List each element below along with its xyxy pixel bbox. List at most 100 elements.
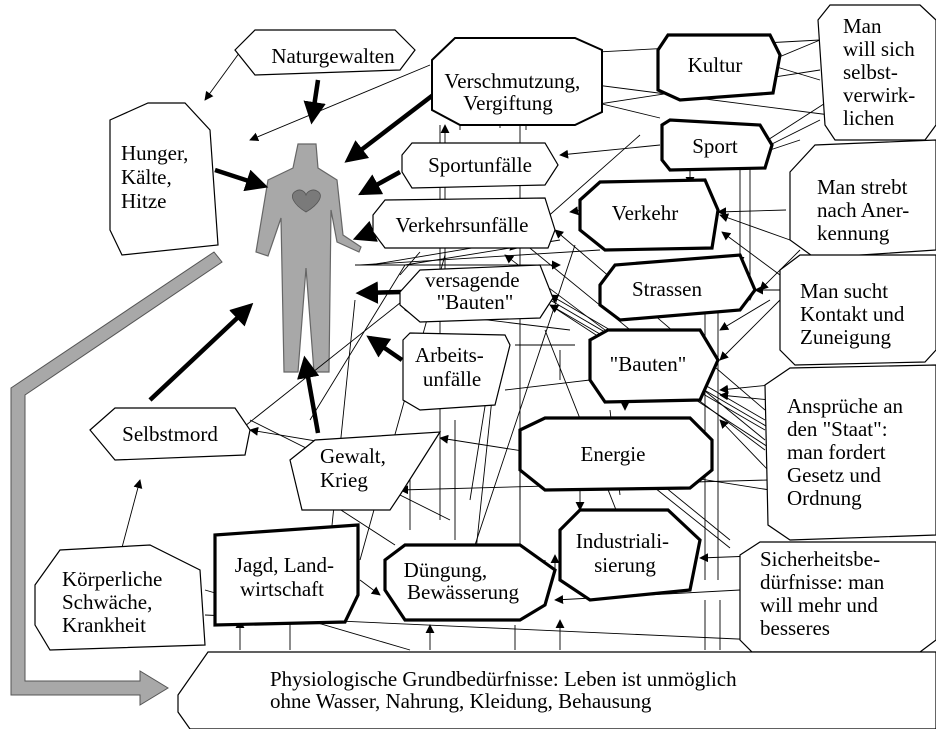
- gewalt-line: Krieg: [320, 468, 368, 492]
- svg-text:Hunger, Kälte, Hit: Hunger, Kälte, Hitze: [121, 141, 194, 213]
- hunger-line: Kälte,: [121, 165, 172, 189]
- node-arbeitsunfaelle: Arbeits- unfälle: [402, 332, 511, 411]
- kultur-line: Kultur: [688, 53, 743, 77]
- node-versagende-bauten: versagende "Bauten": [399, 264, 554, 323]
- node-anerkennung: Man strebt nach Aner- kennung: [789, 139, 936, 259]
- staat-line: Ordnung: [787, 486, 862, 510]
- selbstverwirklichen-line: verwirk-: [843, 83, 915, 107]
- selbstverwirklichen-line: selbst-: [843, 60, 898, 84]
- hunger-line: Hunger,: [121, 141, 188, 165]
- node-selbstverwirklichen: Man will sich selbst- verwirk- lichen: [817, 4, 936, 141]
- node-kontakt: Man sucht Kontakt und Zuneigung: [779, 254, 936, 366]
- verschmutzung-line: Verschmutzung,: [444, 69, 580, 93]
- sicherheit-line: dürfnisse: man: [760, 570, 885, 594]
- duengung-line: Bewässerung: [407, 580, 519, 604]
- svg-text:Physiologische Grundbedürfniss: Physiologische Grundbedürfnisse: Leben i…: [270, 667, 742, 713]
- svg-text:Energie: Energie: [581, 442, 646, 466]
- human-figure: [255, 143, 362, 373]
- duengung-line: Düngung,: [404, 558, 487, 582]
- node-gewalt: Gewalt, Krieg: [289, 431, 442, 511]
- sportunfaelle-line: Sportunfälle: [428, 153, 532, 177]
- staat-line: den "Staat":: [787, 417, 888, 441]
- staat-line: Ansprüche an: [787, 394, 904, 418]
- selbstverwirklichen-line: will sich: [843, 37, 915, 61]
- versagende-bauten-line: versagende: [425, 268, 519, 292]
- svg-text:Verkehrsunfälle: Verkehrsunfälle: [396, 213, 529, 237]
- koerperliche-line: Schwäche,: [62, 590, 152, 614]
- kontakt-line: Kontakt und: [800, 302, 905, 326]
- selbstverwirklichen-line: Man: [843, 14, 882, 38]
- node-sport: Sport: [660, 118, 774, 172]
- node-staat: Ansprüche an den "Staat": man fordert Ge…: [764, 364, 936, 541]
- svg-text:Man will sich selb: Man will sich selbst- verwirk- lichen: [843, 14, 921, 130]
- svg-text:Düngung, Bewässerung: Düngung, Bewässerung: [404, 558, 520, 604]
- anerkennung-line: kennung: [817, 221, 890, 245]
- node-bauten: "Bauten": [588, 328, 720, 404]
- svg-text:Sportunfälle: Sportunfälle: [428, 153, 532, 177]
- node-koerperliche: Körperliche Schwäche, Krankheit: [34, 544, 206, 651]
- svg-text:Körperliche Schwäche,: Körperliche Schwäche, Krankheit: [62, 567, 168, 637]
- feedback-arrow: [10, 251, 223, 706]
- kontakt-line: Man sucht: [800, 279, 888, 303]
- verschmutzung-line: Vergiftung: [463, 91, 553, 115]
- jagd-line: wirtschaft: [240, 577, 324, 601]
- svg-text:Man sucht Kontakt und: Man sucht Kontakt und Zuneigung: [800, 279, 910, 349]
- node-hunger: Hunger, Kälte, Hitze: [109, 102, 219, 256]
- svg-text:Industriali- sierung: Industriali- sierung: [576, 529, 675, 577]
- selbstmord-line: Selbstmord: [122, 422, 218, 446]
- kontakt-line: Zuneigung: [800, 325, 891, 349]
- svg-text:Verkehr: Verkehr: [612, 201, 678, 225]
- node-jagd: Jagd, Land- wirtschaft: [213, 523, 360, 627]
- svg-text:Gewalt, Krieg: Gewalt, Krieg: [320, 444, 391, 492]
- anerkennung-line: Man strebt: [817, 175, 908, 199]
- koerperliche-line: Krankheit: [62, 613, 146, 637]
- svg-text:Sport: Sport: [692, 134, 738, 158]
- verkehrsunfaelle-line: Verkehrsunfälle: [396, 213, 529, 237]
- svg-text:Verschmutzung, Vergiftun: Verschmutzung, Vergiftung: [444, 69, 585, 115]
- svg-text:Kultur: Kultur: [688, 53, 743, 77]
- node-naturgewalten: Naturgewalten: [234, 29, 416, 76]
- svg-text:versagende "Bauten": versagende "Bauten": [425, 268, 525, 314]
- svg-text:Selbstmord: Selbstmord: [122, 422, 218, 446]
- anerkennung-line: nach Aner-: [817, 198, 909, 222]
- node-verkehrsunfaelle: Verkehrsunfälle: [372, 197, 556, 249]
- node-sportunfaelle: Sportunfälle: [401, 142, 559, 189]
- svg-text:"Bauten": "Bauten": [610, 352, 687, 376]
- svg-text:Naturgewalten: Naturgewalten: [271, 44, 395, 68]
- node-strassen: Strassen: [598, 253, 757, 322]
- node-kultur: Kultur: [656, 33, 782, 102]
- industrialisierung-line: Industriali-: [576, 529, 669, 553]
- naturgewalten-line: Naturgewalten: [271, 44, 395, 68]
- sicherheit-line: will mehr und: [760, 593, 878, 617]
- physiologische-line: ohne Wasser, Nahrung, Kleidung, Behausun…: [270, 689, 652, 713]
- koerperliche-line: Körperliche: [62, 567, 162, 591]
- svg-text:Ansprüche an den "Staat": Ansprüche an den "Staat": man fordert Ge…: [787, 394, 908, 510]
- node-verschmutzung: Verschmutzung, Vergiftung: [431, 37, 603, 126]
- arbeitsunfaelle-line: unfälle: [423, 367, 481, 391]
- staat-line: man fordert: [787, 440, 886, 464]
- sicherheit-line: Sicherheitsbe-: [760, 547, 880, 571]
- staat-line: Gesetz und: [787, 463, 881, 487]
- node-sicherheit: Sicherheitsbe- dürfnisse: man will mehr …: [739, 541, 936, 653]
- node-selbstmord: Selbstmord: [89, 407, 251, 461]
- node-verkehr: Verkehr: [578, 178, 720, 252]
- gewalt-line: Gewalt,: [320, 444, 386, 468]
- energie-line: Energie: [581, 442, 646, 466]
- svg-text:Jagd, Land- wirtschaft: Jagd, Land- wirtschaft: [235, 553, 339, 601]
- heart-icon: [292, 189, 321, 213]
- hunger-line: Hitze: [121, 189, 166, 213]
- verkehr-line: Verkehr: [612, 201, 678, 225]
- node-physiologische: Physiologische Grundbedürfnisse: Leben i…: [177, 651, 936, 729]
- svg-text:Man strebt nach Aner-: Man strebt nach Aner- kennung: [817, 175, 915, 245]
- svg-text:Arbeits- unfälle: Arbeits- unfälle: [415, 343, 489, 391]
- bauten-line: "Bauten": [610, 352, 687, 376]
- sport-line: Sport: [692, 134, 738, 158]
- node-industrialisierung: Industriali- sierung: [558, 508, 702, 602]
- arbeitsunfaelle-line: Arbeits-: [415, 343, 484, 367]
- svg-text:Strassen: Strassen: [632, 277, 702, 301]
- selbstverwirklichen-line: lichen: [843, 106, 895, 130]
- versagende-bauten-line: "Bauten": [437, 290, 514, 314]
- node-energie: Energie: [518, 416, 714, 492]
- industrialisierung-line: sierung: [594, 553, 656, 577]
